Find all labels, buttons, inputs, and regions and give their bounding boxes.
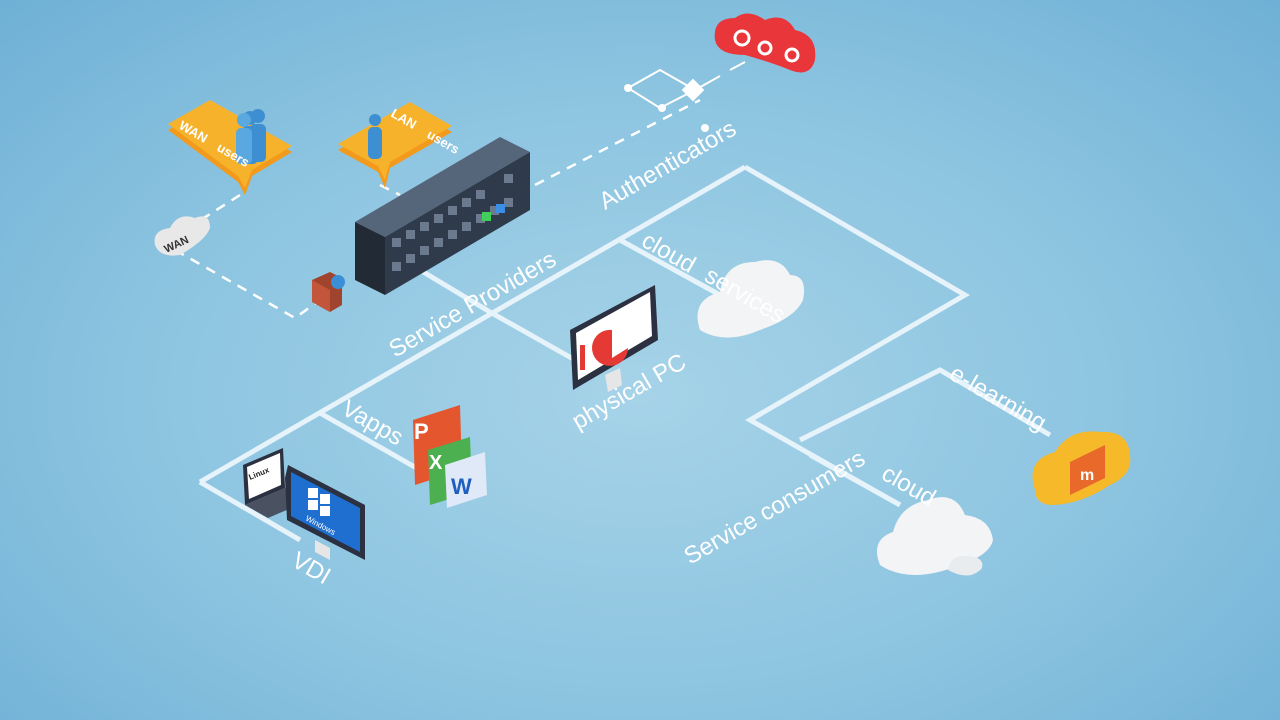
cloud-icon bbox=[876, 497, 993, 576]
word-icon: W bbox=[451, 474, 472, 499]
physical-pc-icon bbox=[570, 285, 658, 392]
connector-lines bbox=[174, 61, 1052, 543]
linux-laptop-icon: Linux bbox=[243, 448, 310, 518]
wan-cloud-icon: WAN bbox=[154, 216, 210, 256]
e-learning-label: e-learning bbox=[945, 360, 1051, 437]
authenticators-label: Authenticators bbox=[595, 115, 741, 215]
authenticator-cloud-icon bbox=[714, 13, 816, 73]
service-consumers-label: Service consumers bbox=[680, 445, 870, 570]
excel-icon: X bbox=[429, 452, 443, 474]
moodle-logo: m bbox=[1080, 467, 1094, 484]
user-icon bbox=[368, 114, 382, 159]
cloud-label: cloud bbox=[877, 460, 940, 512]
office-apps-icon: P X W bbox=[413, 405, 487, 508]
cloud-services-icon bbox=[697, 260, 805, 338]
users-icon bbox=[236, 109, 266, 164]
windows-monitor-icon: Windows bbox=[285, 465, 365, 560]
wan-users-bubble: WAN users bbox=[168, 100, 292, 195]
powerpoint-icon: P bbox=[414, 419, 429, 444]
cloud-services-label: cloud bbox=[637, 227, 700, 279]
server-icon bbox=[355, 137, 530, 295]
firewall-icon bbox=[312, 272, 345, 312]
gear-icon bbox=[733, 29, 800, 63]
e-learning-cloud-icon: m bbox=[1032, 431, 1131, 505]
